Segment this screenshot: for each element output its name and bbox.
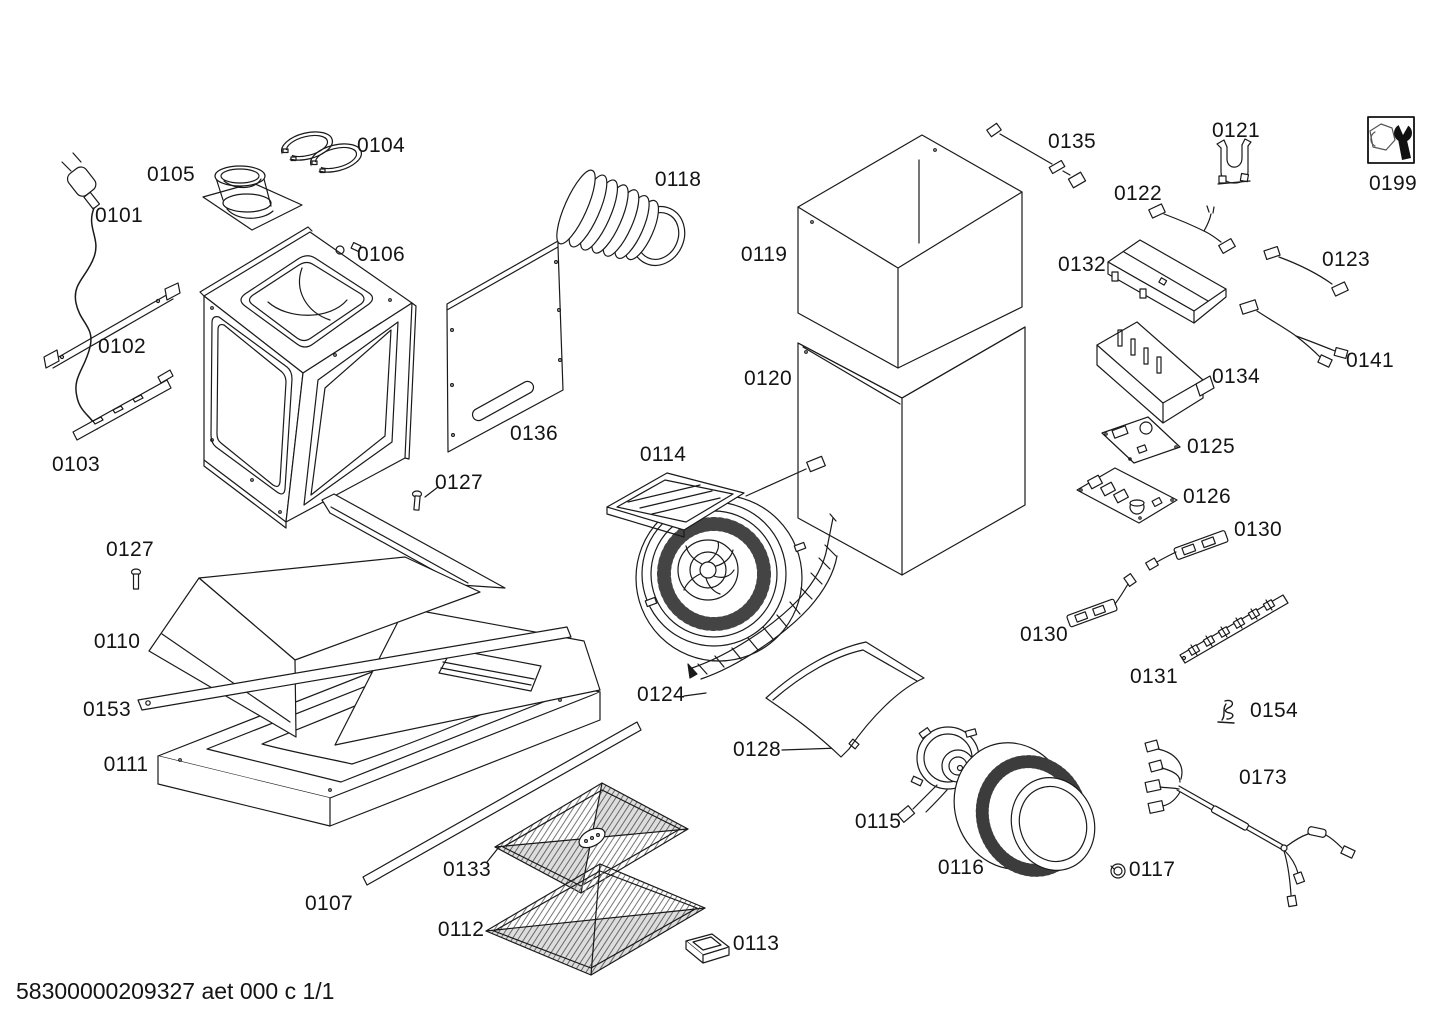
part-art-screw-housing <box>413 487 439 510</box>
part-label-0110: 0110 <box>93 630 141 653</box>
part-art-wiring-harness <box>1145 740 1355 907</box>
part-art-lamp-module-lower <box>1066 574 1136 628</box>
part-art-filter-lower <box>486 864 705 975</box>
part-art-chimney-lower <box>798 327 1025 575</box>
part-label-0102: 0102 <box>98 335 146 358</box>
part-label-0199: 0199 <box>1369 172 1417 195</box>
part-art-chimney-upper <box>798 135 1022 368</box>
part-art-power-board <box>1077 468 1177 523</box>
part-label-0132: 0132 <box>1058 253 1106 276</box>
part-art-wire-grid <box>684 514 837 696</box>
part-art-cable-set <box>1149 204 1236 253</box>
part-label-0154: 0154 <box>1250 699 1298 722</box>
part-art-end-cap <box>686 934 729 963</box>
part-label-0105: 0105 <box>147 163 195 186</box>
part-art-trim-strip <box>363 722 641 885</box>
part-label-0104: 0104 <box>357 134 405 157</box>
part-label-0103: 0103 <box>52 453 100 476</box>
part-art-housing <box>200 227 416 528</box>
part-label-0114: 0114 <box>639 443 687 466</box>
part-art-cable-0123 <box>1264 247 1348 296</box>
part-art-switch-strip <box>1180 595 1288 663</box>
part-art-electronics-housing <box>1097 322 1214 423</box>
part-label-0112: 0112 <box>437 918 485 941</box>
part-label-0119: 0119 <box>740 243 788 266</box>
document-number: 58300000209327 aet 000 c 1/1 <box>16 978 335 1004</box>
part-label-0173: 0173 <box>1239 766 1287 789</box>
part-art-power-cord <box>62 153 99 429</box>
part-art-clamp-bracket <box>1217 139 1251 184</box>
part-label-0111: 0111 <box>103 753 149 776</box>
part-art-flexible-duct <box>550 166 694 274</box>
part-label-0101: 0101 <box>95 204 143 227</box>
part-label-0126: 0126 <box>1183 485 1231 508</box>
part-art-circuit-board <box>1102 417 1180 463</box>
part-art-blower-wheel <box>937 726 1108 885</box>
part-label-0153: 0153 <box>83 698 131 721</box>
service-wrench-icon <box>1368 117 1414 163</box>
part-art-y-cable <box>1240 300 1348 367</box>
part-art-clamping-rings <box>279 127 365 177</box>
part-label-0133: 0133 <box>443 858 491 881</box>
part-art-filter-upper <box>487 783 688 893</box>
part-label-0113: 0113 <box>732 932 780 955</box>
part-art-curved-cover <box>766 642 924 757</box>
part-art-mounting-rail <box>44 283 180 368</box>
part-label-0127-a: 0127 <box>435 471 483 494</box>
part-art-mounting-strip <box>138 627 571 710</box>
part-art-retaining-ring <box>1111 864 1125 878</box>
part-label-0106: 0106 <box>357 243 405 266</box>
part-art-outlet-collar <box>203 166 302 230</box>
part-art-cable-0135 <box>987 123 1086 188</box>
part-label-0124: 0124 <box>637 683 685 706</box>
part-label-0115: 0115 <box>854 810 902 833</box>
part-label-0135: 0135 <box>1048 130 1096 153</box>
part-label-0136: 0136 <box>510 422 558 445</box>
part-art-side-panel <box>447 241 563 452</box>
part-label-0116: 0116 <box>937 856 985 879</box>
part-label-0130-a: 0130 <box>1234 518 1282 541</box>
part-label-0131: 0131 <box>1130 665 1178 688</box>
part-art-spring-hook <box>1218 701 1234 723</box>
part-label-0125: 0125 <box>1187 435 1235 458</box>
part-label-0127-b: 0127 <box>106 538 154 561</box>
part-label-0118: 0118 <box>654 168 702 191</box>
part-art-bracket-strip <box>73 370 173 440</box>
part-label-0122: 0122 <box>1114 182 1162 205</box>
part-label-0128: 0128 <box>733 738 781 761</box>
part-art-lamp-module-upper <box>1146 530 1229 570</box>
part-label-0123: 0123 <box>1322 248 1370 271</box>
part-art-blower-unit <box>607 456 825 661</box>
part-art-electronics-cover <box>1108 240 1226 323</box>
part-label-0134: 0134 <box>1212 365 1260 388</box>
part-art-screw-left <box>132 569 141 589</box>
part-label-0107: 0107 <box>305 892 353 915</box>
part-label-0130-b: 0130 <box>1020 623 1068 646</box>
part-label-0141: 0141 <box>1346 349 1394 372</box>
part-label-0121: 0121 <box>1212 119 1260 142</box>
part-label-0117: 0117 <box>1128 858 1176 881</box>
part-label-0120: 0120 <box>744 367 792 390</box>
